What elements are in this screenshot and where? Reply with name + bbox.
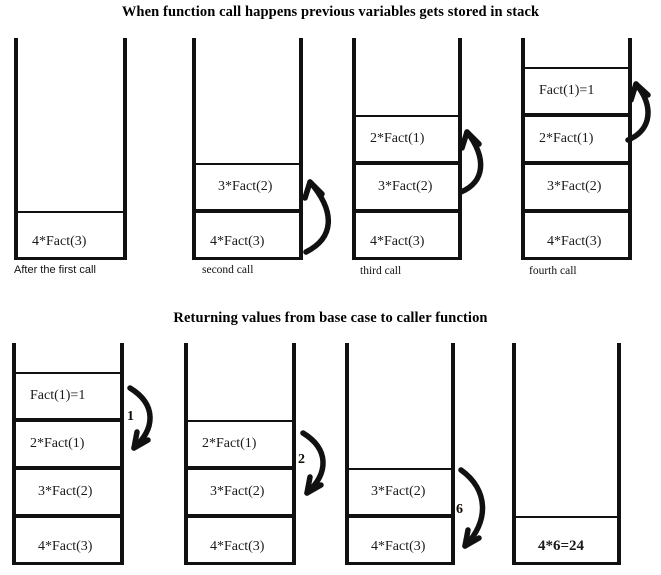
stack-rail-right [617,343,621,565]
stack-cell: 3*Fact(2) [523,163,630,211]
return-arrow-label-6: 6 [456,502,463,517]
stack-cell-label: Fact(1)=1 [30,388,86,403]
stack-cell-label: 3*Fact(2) [547,179,602,194]
stack-cell: 4*Fact(3) [347,516,453,564]
return-arrow-6 [458,467,486,549]
stack-cell-label: 2*Fact(1) [202,436,257,451]
stack-cell: 2*Fact(1) [354,115,460,163]
push-arrow-third-call [458,129,484,195]
stack-caption-second-call: second call [202,264,254,276]
stack-cell: 4*Fact(3) [194,211,301,259]
stack-cell: 3*Fact(2) [14,468,122,516]
stack-rail-left [345,343,349,565]
stack-cell-label: 2*Fact(1) [30,436,85,451]
stack-cell: 4*Fact(3) [186,516,294,564]
stack-cell: 4*Fact(3) [354,211,460,259]
stack-after-first-call: 4*Fact(3) [14,38,127,260]
stack-third-call: 2*Fact(1) 3*Fact(2) 4*Fact(3) [352,38,462,260]
stack-cell-label: Fact(1)=1 [539,83,595,98]
stack-cell-label: 4*Fact(3) [371,539,426,554]
stack-cell-label: 2*Fact(1) [539,131,594,146]
stack-fourth-call: Fact(1)=1 2*Fact(1) 3*Fact(2) 4*Fact(3) [521,38,632,260]
stack-cell-label: 3*Fact(2) [38,484,93,499]
push-arrow-second-call [302,179,331,255]
stack-cell: 4*Fact(3) [16,211,125,259]
stack-rail-left [14,38,18,260]
stack-caption-third-call: third call [360,265,402,277]
return-stack-result: 4*6=24 [512,343,621,565]
stack-cell-label: 2*Fact(1) [370,131,425,146]
stack-cell: 2*Fact(1) [14,420,122,468]
stack-rail-right [299,38,303,260]
stack-cell: 2*Fact(1) [186,420,294,468]
stack-cell: 3*Fact(2) [194,163,301,211]
stack-cell: 3*Fact(2) [347,468,453,516]
stack-cell-label: 3*Fact(2) [210,484,265,499]
stack-cell-label: 4*6=24 [538,538,585,554]
stack-rail-right [451,343,455,565]
return-stack-2: 2*Fact(1) 3*Fact(2) 4*Fact(3) [184,343,296,565]
stack-cell-result: 4*6=24 [514,516,619,564]
stack-rail-right [120,343,124,565]
stack-rail-right [123,38,127,260]
stack-cell-label: 4*Fact(3) [210,234,265,249]
stack-cell-label: 3*Fact(2) [218,179,273,194]
stack-cell-label: 4*Fact(3) [370,234,425,249]
stack-cell: 3*Fact(2) [186,468,294,516]
return-stack-1: Fact(1)=1 2*Fact(1) 3*Fact(2) 4*Fact(3) [12,343,124,565]
stack-rail-left [512,343,516,565]
stack-rail-right [292,343,296,565]
stack-caption-fourth-call: fourth call [529,265,577,277]
return-arrow-2 [300,430,326,496]
stack-cell-label: 4*Fact(3) [38,539,93,554]
stack-cell: Fact(1)=1 [14,372,122,420]
return-arrow-label-2: 2 [298,452,305,467]
stack-cell-label: 3*Fact(2) [371,484,426,499]
stack-cell: 4*Fact(3) [14,516,122,564]
stack-rail-left [192,38,196,260]
stack-cell-label: 4*Fact(3) [547,234,602,249]
return-stack-3: 3*Fact(2) 4*Fact(3) [345,343,455,565]
stack-cell-label: 4*Fact(3) [32,234,87,249]
section-title-push: When function call happens previous vari… [121,4,540,20]
return-arrow-1 [127,385,153,451]
push-arrow-fourth-call [625,81,651,143]
stack-cell-label: 4*Fact(3) [210,539,265,554]
section-title-return: Returning values from base case to calle… [173,310,488,326]
stack-cell: 4*Fact(3) [523,211,630,259]
stack-cell: 2*Fact(1) [523,115,630,163]
stack-second-call: 3*Fact(2) 4*Fact(3) [192,38,303,260]
stack-caption-after-first-call: After the first call [14,264,96,276]
stack-cell: 3*Fact(2) [354,163,460,211]
return-arrow-label-1: 1 [127,409,134,424]
stack-rail-right [628,38,632,260]
stack-cell-label: 3*Fact(2) [378,179,433,194]
stack-cell: Fact(1)=1 [523,67,630,115]
